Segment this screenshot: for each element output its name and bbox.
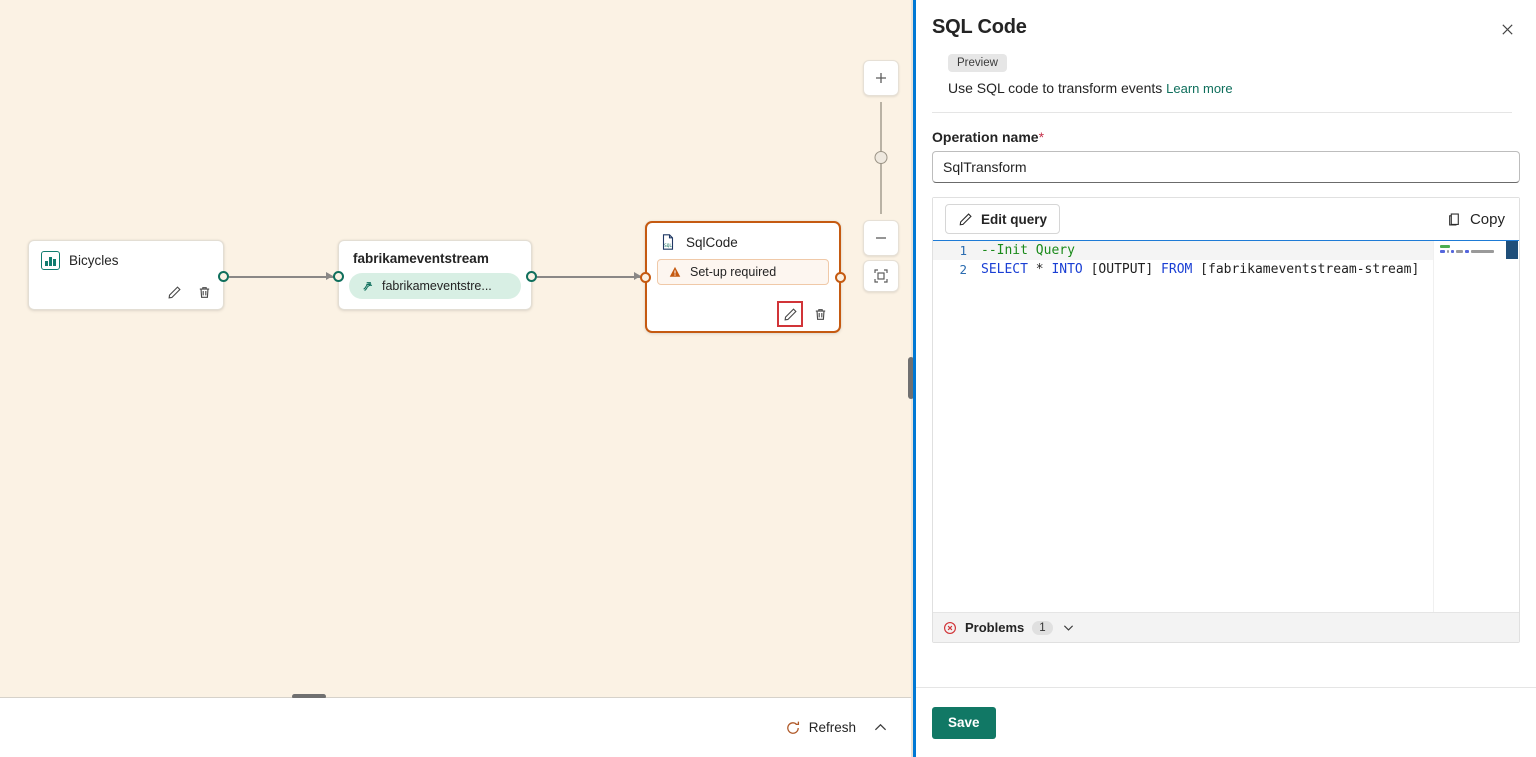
- node-fabrikameventstream[interactable]: fabrikameventstream fabrikameventstre...: [333, 240, 537, 310]
- node-stream-title: fabrikameventstream: [353, 251, 489, 266]
- pencil-icon: [958, 212, 973, 227]
- canvas-bottom-divider: [0, 697, 913, 698]
- page-title: SQL Code: [932, 16, 1027, 38]
- fit-to-view-button[interactable]: [863, 260, 899, 292]
- node-sqlcode-status-label: Set-up required: [690, 265, 777, 279]
- code-line[interactable]: 2 SELECT * INTO [OUTPUT] FROM [fabrikamev…: [933, 260, 1519, 279]
- panel-subtitle-row: Use SQL code to transform events Learn m…: [932, 72, 1512, 96]
- node-stream-pill-label: fabrikameventstre...: [382, 279, 492, 293]
- canvas-resize-handle[interactable]: [292, 694, 326, 699]
- node-sqlcode-output-port[interactable]: [835, 272, 846, 283]
- node-sqlcode-actions: [777, 301, 831, 327]
- required-marker: *: [1038, 129, 1045, 145]
- sql-code-editor[interactable]: 1 --Init Query 2 SELECT * INTO [OUTPUT] FRO…: [933, 240, 1519, 612]
- delete-trash-icon[interactable]: [809, 303, 831, 325]
- line-number: 2: [959, 262, 967, 277]
- node-sqlcode-input-port[interactable]: [640, 272, 651, 283]
- sql-code-panel: SQL Code Preview Use SQL code to transfo…: [916, 0, 1536, 757]
- node-stream-input-port[interactable]: [333, 271, 344, 282]
- node-bicycles[interactable]: Bicycles: [28, 240, 229, 310]
- header-divider: [932, 112, 1512, 113]
- copy-label: Copy: [1469, 210, 1505, 228]
- node-stream-header: fabrikameventstream: [339, 241, 531, 266]
- zoom-out-button[interactable]: [863, 220, 899, 256]
- code-lines[interactable]: 1 --Init Query 2 SELECT * INTO [OUTPUT] FRO…: [933, 241, 1519, 279]
- close-icon[interactable]: [1492, 14, 1522, 44]
- node-sqlcode-header: SQL SqlCode: [647, 223, 839, 251]
- error-circle-icon: [943, 621, 957, 635]
- svg-text:SQL: SQL: [664, 243, 672, 249]
- edit-query-button[interactable]: Edit query: [945, 204, 1061, 234]
- status-badge: Preview: [948, 54, 1007, 72]
- editor-toolbar: Edit query Copy: [933, 198, 1519, 240]
- node-bicycles-output-port[interactable]: [218, 271, 229, 282]
- edit-pencil-icon[interactable]: [777, 301, 803, 327]
- eventstream-icon: [361, 279, 375, 293]
- minimap-code: [1440, 245, 1500, 253]
- editor-vertical-scrollbar[interactable]: [1505, 241, 1519, 612]
- node-bicycles-actions: [163, 281, 215, 303]
- node-sqlcode-status: Set-up required: [657, 259, 829, 285]
- connector-bicycles-to-stream: [229, 276, 334, 278]
- canvas-surface[interactable]: Bicycles: [0, 0, 913, 757]
- panel-resize-handle[interactable]: [908, 357, 914, 399]
- panel-subtitle: Use SQL code to transform events: [948, 80, 1163, 96]
- refresh-circular-arrow-icon: [785, 720, 801, 736]
- refresh-label: Refresh: [808, 720, 856, 735]
- node-sqlcode-title: SqlCode: [686, 234, 738, 250]
- chart-icon: [41, 251, 60, 270]
- zoom-slider-knob[interactable]: [874, 151, 888, 164]
- panel-accent-bar: [913, 0, 916, 757]
- edit-pencil-icon[interactable]: [163, 281, 185, 303]
- minimap-line: [1440, 245, 1500, 248]
- connector-arrow-2: [634, 272, 641, 280]
- editor-scrollbar-thumb[interactable]: [1506, 241, 1518, 259]
- problems-bar[interactable]: Problems 1: [933, 612, 1519, 642]
- node-bicycles-header: Bicycles: [29, 241, 223, 270]
- save-button[interactable]: Save: [932, 706, 996, 739]
- code-text: --Init Query: [981, 243, 1075, 258]
- operation-name-input[interactable]: [932, 151, 1520, 183]
- code-line[interactable]: 1 --Init Query: [933, 241, 1519, 260]
- zoom-controls: [863, 60, 901, 292]
- chevron-up-icon[interactable]: [872, 719, 889, 736]
- line-number: 1: [959, 243, 967, 258]
- node-sqlcode[interactable]: SQL SqlCode Set-up required: [640, 221, 846, 333]
- delete-trash-icon[interactable]: [193, 281, 215, 303]
- editor-minimap[interactable]: [1433, 241, 1505, 612]
- panel-body: Operation name* Edit query: [916, 113, 1536, 687]
- preview-badge-row: Preview: [932, 39, 1512, 72]
- operation-name-label-text: Operation name: [932, 129, 1039, 145]
- problems-count-badge: 1: [1032, 620, 1053, 635]
- canvas-bottom-bar: Refresh: [0, 698, 913, 757]
- minimap-line: [1440, 250, 1500, 253]
- edit-query-label: Edit query: [981, 211, 1048, 227]
- sql-file-icon: SQL: [659, 233, 677, 251]
- problems-label: Problems: [965, 620, 1025, 635]
- connector-arrow-1: [326, 272, 333, 280]
- copy-button[interactable]: Copy: [1444, 207, 1507, 232]
- panel-header: SQL Code Preview Use SQL code to transfo…: [916, 0, 1536, 113]
- operation-name-label: Operation name*: [932, 129, 1520, 145]
- warning-triangle-icon: [668, 265, 682, 279]
- chevron-down-icon[interactable]: [1061, 620, 1076, 635]
- zoom-slider[interactable]: [863, 96, 899, 220]
- copy-icon: [1446, 211, 1463, 228]
- flow-canvas[interactable]: Bicycles: [0, 0, 913, 757]
- refresh-button[interactable]: Refresh: [785, 720, 856, 736]
- panel-footer: Save: [916, 687, 1536, 757]
- node-stream-pill[interactable]: fabrikameventstre...: [349, 273, 521, 299]
- zoom-in-button[interactable]: [863, 60, 899, 96]
- node-bicycles-title: Bicycles: [69, 253, 119, 268]
- node-stream-output-port[interactable]: [526, 271, 537, 282]
- connector-stream-to-sqlcode: [537, 276, 642, 278]
- learn-more-link[interactable]: Learn more: [1166, 81, 1233, 96]
- code-text: SELECT * INTO [OUTPUT] FROM [fabrikameve…: [981, 262, 1420, 277]
